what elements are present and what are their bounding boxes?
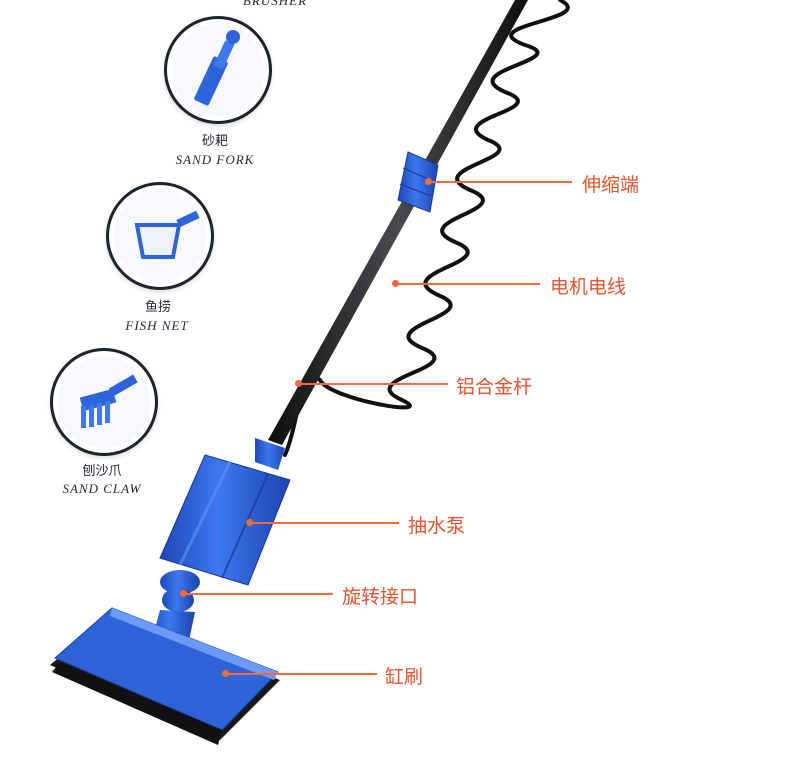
fish-net-icon xyxy=(106,182,214,290)
callout-leader xyxy=(430,181,572,183)
accessory-en-label: SAND FORK xyxy=(175,152,255,167)
callout-telescopic-end: 伸缩端 xyxy=(582,174,640,196)
sand-claw-icon xyxy=(50,348,158,456)
callout-aluminum-pole: 铝合金杆 xyxy=(456,376,533,398)
callout-swivel-joint: 旋转接口 xyxy=(342,586,419,608)
callout-dot xyxy=(425,178,432,185)
callout-dot xyxy=(180,590,187,597)
callout-dot xyxy=(392,280,399,287)
pump-body xyxy=(159,438,291,586)
accessory-cn-label: 刨沙爪 xyxy=(82,464,122,479)
accessory-en-label: SAND CLAW xyxy=(62,481,142,496)
callout-leader xyxy=(397,283,540,285)
callout-leader xyxy=(300,383,448,385)
callout-tank-brush: 缸刷 xyxy=(385,666,424,688)
callout-leader xyxy=(251,522,399,524)
accessory-en-label: FISH NET xyxy=(125,318,189,333)
coiled-cable xyxy=(283,0,570,457)
brush-head xyxy=(50,607,280,745)
sand-fork-icon xyxy=(164,16,272,124)
callout-leader xyxy=(227,673,377,675)
callout-dot xyxy=(295,380,302,387)
accessory-cn-label: 鱼捞 xyxy=(144,300,171,315)
callout-dot xyxy=(222,670,229,677)
callout-motor-cable: 电机电线 xyxy=(550,276,627,298)
callout-dot xyxy=(246,519,253,526)
accessory-en-label: BRUSHER xyxy=(242,0,308,8)
callout-leader xyxy=(185,593,333,595)
accessory-cn-label: 砂耙 xyxy=(201,134,228,149)
callout-water-pump: 抽水泵 xyxy=(408,515,466,537)
aluminum-pole xyxy=(268,0,528,445)
